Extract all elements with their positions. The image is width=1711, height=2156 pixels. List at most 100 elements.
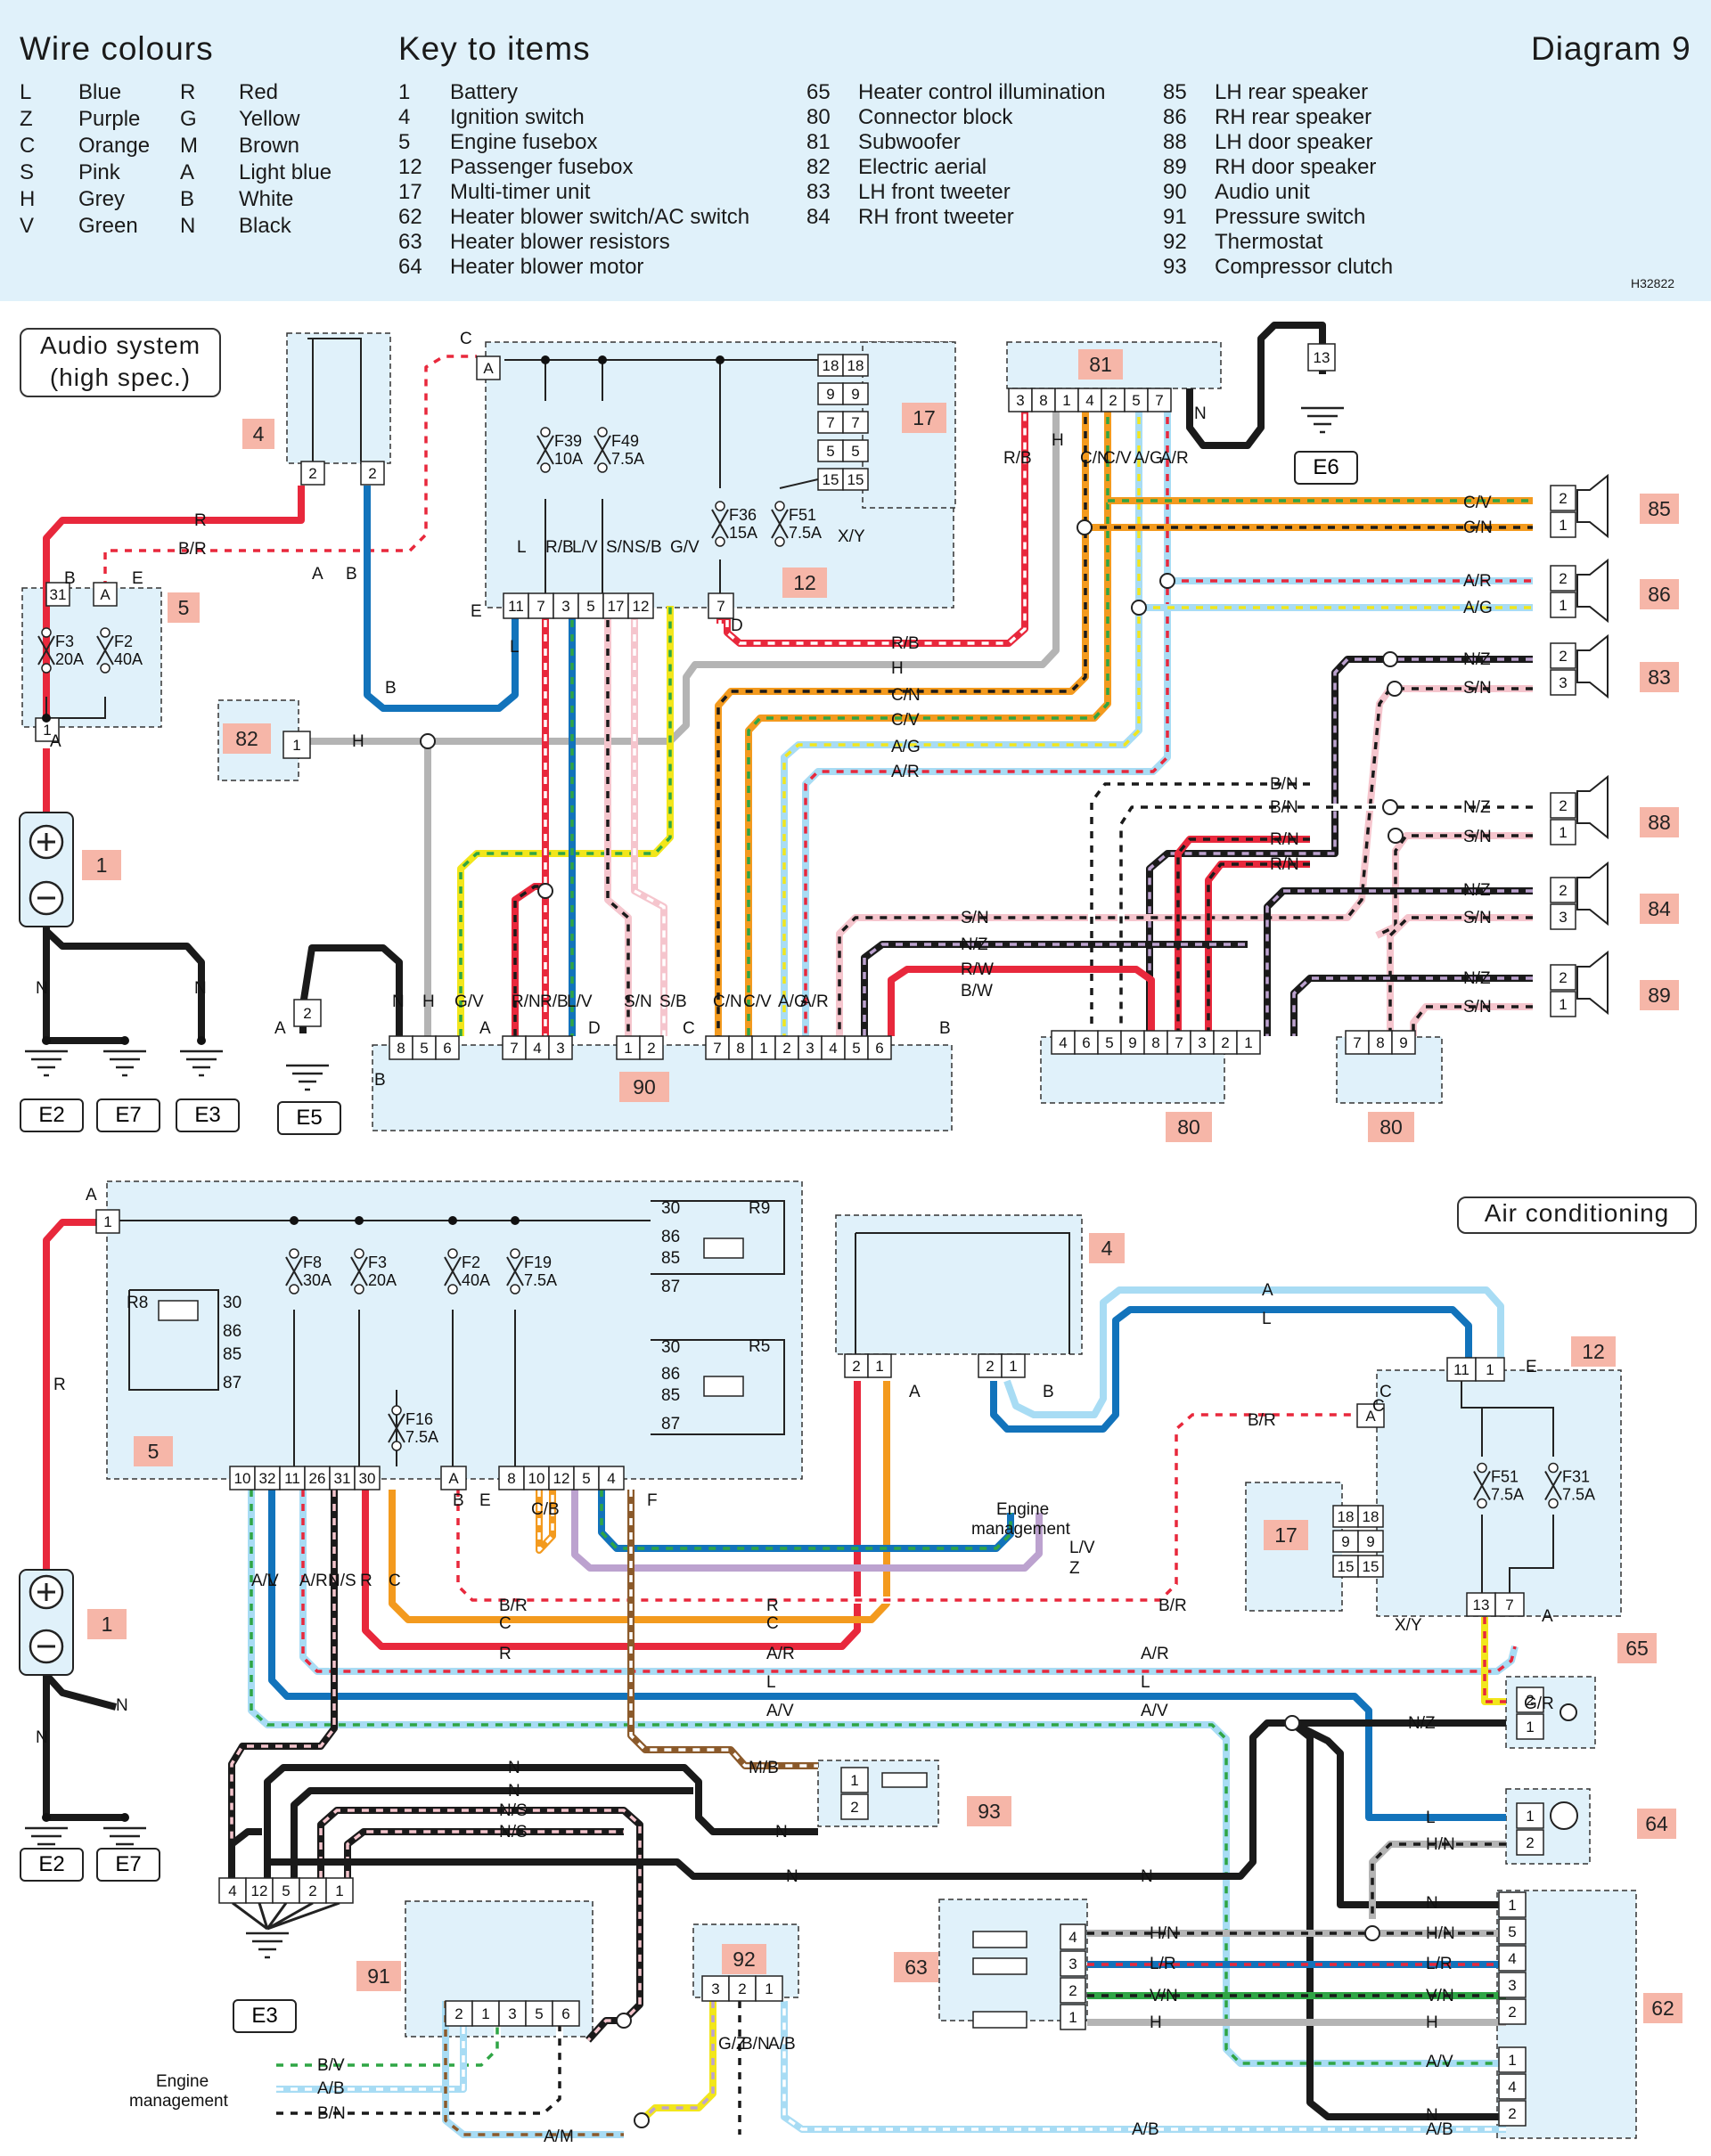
wire-label: Z [1069,1559,1080,1578]
fuse-name: F49 [611,432,639,450]
wire-label: N/S [328,1572,356,1590]
pin-number: 1 [1009,1358,1017,1375]
pin-number: 26 [309,1470,326,1487]
wire-label: A/B [768,2035,796,2054]
internal-link [651,1339,785,1435]
connector-pin [1190,1030,1215,1055]
pin-number: 1 [1068,2009,1077,2026]
fuse-terminal [1548,1462,1559,1474]
wire-label: N/Z [1463,881,1491,900]
key-item-name: LH rear speaker [1215,80,1369,104]
internal-link [266,1902,288,1930]
pin-number: 1 [1508,1897,1516,1914]
wire-label: B [1043,1383,1054,1401]
relay-coil [703,1376,744,1397]
wire-label: 85 [661,1386,680,1405]
wire-colour-name: Orange [78,134,151,158]
pin-box [1332,1555,1359,1578]
item-badge: 1 [82,850,121,880]
fuse-rating: 40A [114,650,143,668]
wire-label: N [1194,404,1207,423]
pin-number: 1 [292,737,300,754]
wire-label: A [909,1383,921,1401]
wire-label: A/R [299,1572,328,1590]
pin-number: 5 [1132,392,1140,409]
pin-number: 9 [1341,1533,1349,1550]
fuse-rating: 7.5A [1491,1486,1524,1504]
wire-label: A/G [1463,599,1493,617]
pin-number: 1 [335,1882,343,1899]
wire-label: 87 [661,1278,680,1296]
pin-box [840,1767,869,1793]
wire-tracer [1412,1005,1533,1036]
wires [43,322,1554,2138]
pin-number: 15 [847,471,864,488]
wire-label: A/B [317,2079,345,2098]
fuses: F3910AF497.5AF3615AF517.5AF320AF240AF830… [37,427,1595,1509]
pin-number: 2 [647,1040,655,1057]
wire-tracer [276,2001,499,2067]
wire-label: L [1262,1310,1272,1328]
wire-tracer [537,1490,554,1552]
wire-label: A/V [766,1702,794,1720]
wire-label: N/S [499,1801,528,1820]
resistor-icon [972,1957,1027,1975]
wire [715,388,1089,1036]
pin-number: A [448,1470,459,1487]
pin-number: 5 [1508,1923,1516,1940]
pin-number: 31 [50,586,67,603]
pin-box [842,411,869,434]
pressure-switch-pin [445,2000,473,2027]
pin-number: 3 [806,1040,814,1057]
wire-label: A/R [800,992,829,1011]
blower-switch-pin [1498,1972,1527,1998]
pressure-switch-pin [471,2000,500,2027]
pin-number: 15 [823,471,839,488]
wire-label: H [1150,2013,1162,2032]
fuse-terminal [391,1441,402,1451]
connector-pin [1143,1030,1168,1055]
wire-label: C [389,1572,401,1590]
pin-number: 2 [1221,1034,1229,1051]
wire-label: A/R [1463,572,1492,591]
wire-colour-code: B [180,187,195,211]
pin-box [1356,1403,1385,1428]
pin-number: 8 [1039,392,1047,409]
key-item-name: Thermostat [1215,230,1323,254]
fuse-symbol [1544,1471,1562,1500]
wire-label: R/N [1270,830,1299,849]
key-item-number: 82 [806,155,831,179]
pin-box [300,461,325,486]
splice [1077,519,1093,535]
item-badge: 90 [619,1072,669,1102]
wire-label: A/R [891,763,920,781]
pin-number: 4 [1068,1929,1077,1946]
wire-label: S/N [1463,909,1492,927]
splice [537,883,553,899]
earth-symbol [103,1826,146,1854]
pin-box [282,731,311,759]
resistor-icon [972,2011,1027,2029]
speaker-pin [1550,877,1576,903]
wire-label: 87 [223,1374,242,1392]
junction-dot [541,355,550,364]
fuse-terminal [510,1284,520,1294]
wire [268,1490,1506,1821]
key-item-name: Heater blower resistors [450,230,670,254]
pin-number: 7 [1505,1597,1513,1613]
fuse-symbol [771,509,789,539]
wire-label: R/N [1270,855,1299,874]
subwoofer-pin [1077,388,1102,412]
speaker-pin [1550,819,1576,845]
fuse-terminal [41,627,52,638]
pin-number: 2 [738,1980,746,1997]
wire-label: E [479,1491,491,1510]
wire [364,486,519,712]
wire-label: S/B [659,992,687,1011]
speaker-pin [1550,991,1576,1017]
fuse-rating: 7.5A [789,524,822,542]
wire-colour-name: Pink [78,160,120,184]
multi-timer-pin [1332,1505,1359,1528]
